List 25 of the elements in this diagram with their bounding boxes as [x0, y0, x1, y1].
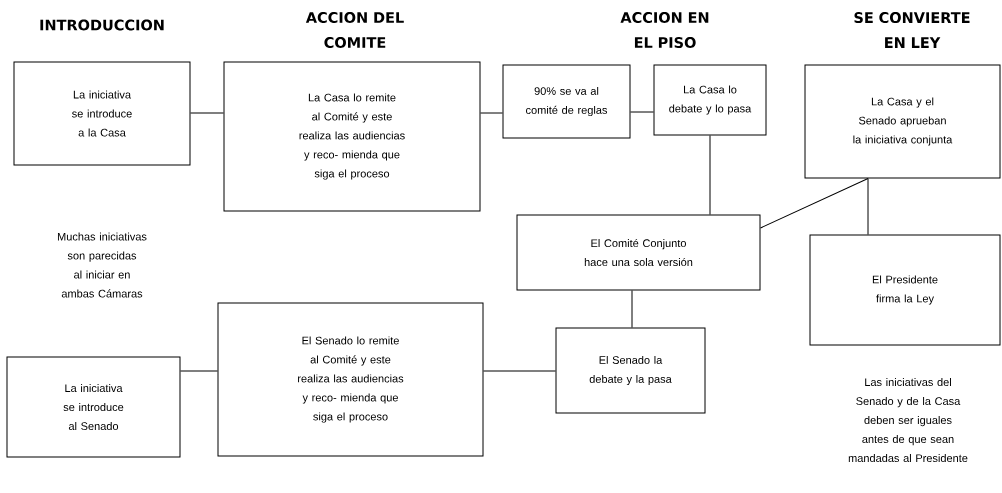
column-heading: ACCION DEL COMITE — [305, 12, 404, 48]
connector-line — [480, 112, 503, 114]
process-box: La Casa y el Senado aprueban la iniciativa conjunta — [804, 64, 1001, 179]
connector-line — [631, 290, 633, 328]
column-heading: INTRODUCCION — [40, 19, 164, 31]
process-box: La Casa lo debate y lo pasa — [653, 64, 767, 136]
process-box: El Senado la debate y la pasa — [555, 327, 706, 414]
note-text: Muchas iniciativas son parecidas al iniciar en ambas Cámaras — [58, 232, 147, 298]
process-box: La iniciativa se introduce al Senado — [6, 356, 181, 458]
process-box: El Presidente firma la Ley — [809, 234, 1001, 346]
connector-line — [190, 112, 224, 114]
process-box: El Senado lo remite al Comité y este realiza las audiencias y reco- mienda que siga el proceso — [217, 302, 484, 457]
process-box: El Comité Conjunto hace una sola versión — [516, 214, 761, 291]
column-heading: ACCION EN EL PISO — [620, 12, 709, 48]
connector-line — [630, 111, 654, 113]
connector-line — [180, 370, 218, 372]
connector-line — [709, 135, 711, 215]
process-box: La Casa lo remite al Comité y este realiza las audiencias y reco- mienda que siga el proceso — [223, 61, 481, 212]
connector-line — [867, 178, 869, 235]
column-heading: SE CONVIERTE EN LEY — [854, 12, 970, 48]
process-box: 90% se va al comité de reglas — [502, 64, 631, 139]
connector-line — [483, 370, 556, 372]
process-box: La iniciativa se introduce a la Casa — [13, 61, 191, 166]
note-text: Las iniciativas del Senado y de la Casa deben ser iguales antes de que sean mandadas al Presidente — [848, 377, 968, 463]
connector-line — [760, 178, 869, 229]
